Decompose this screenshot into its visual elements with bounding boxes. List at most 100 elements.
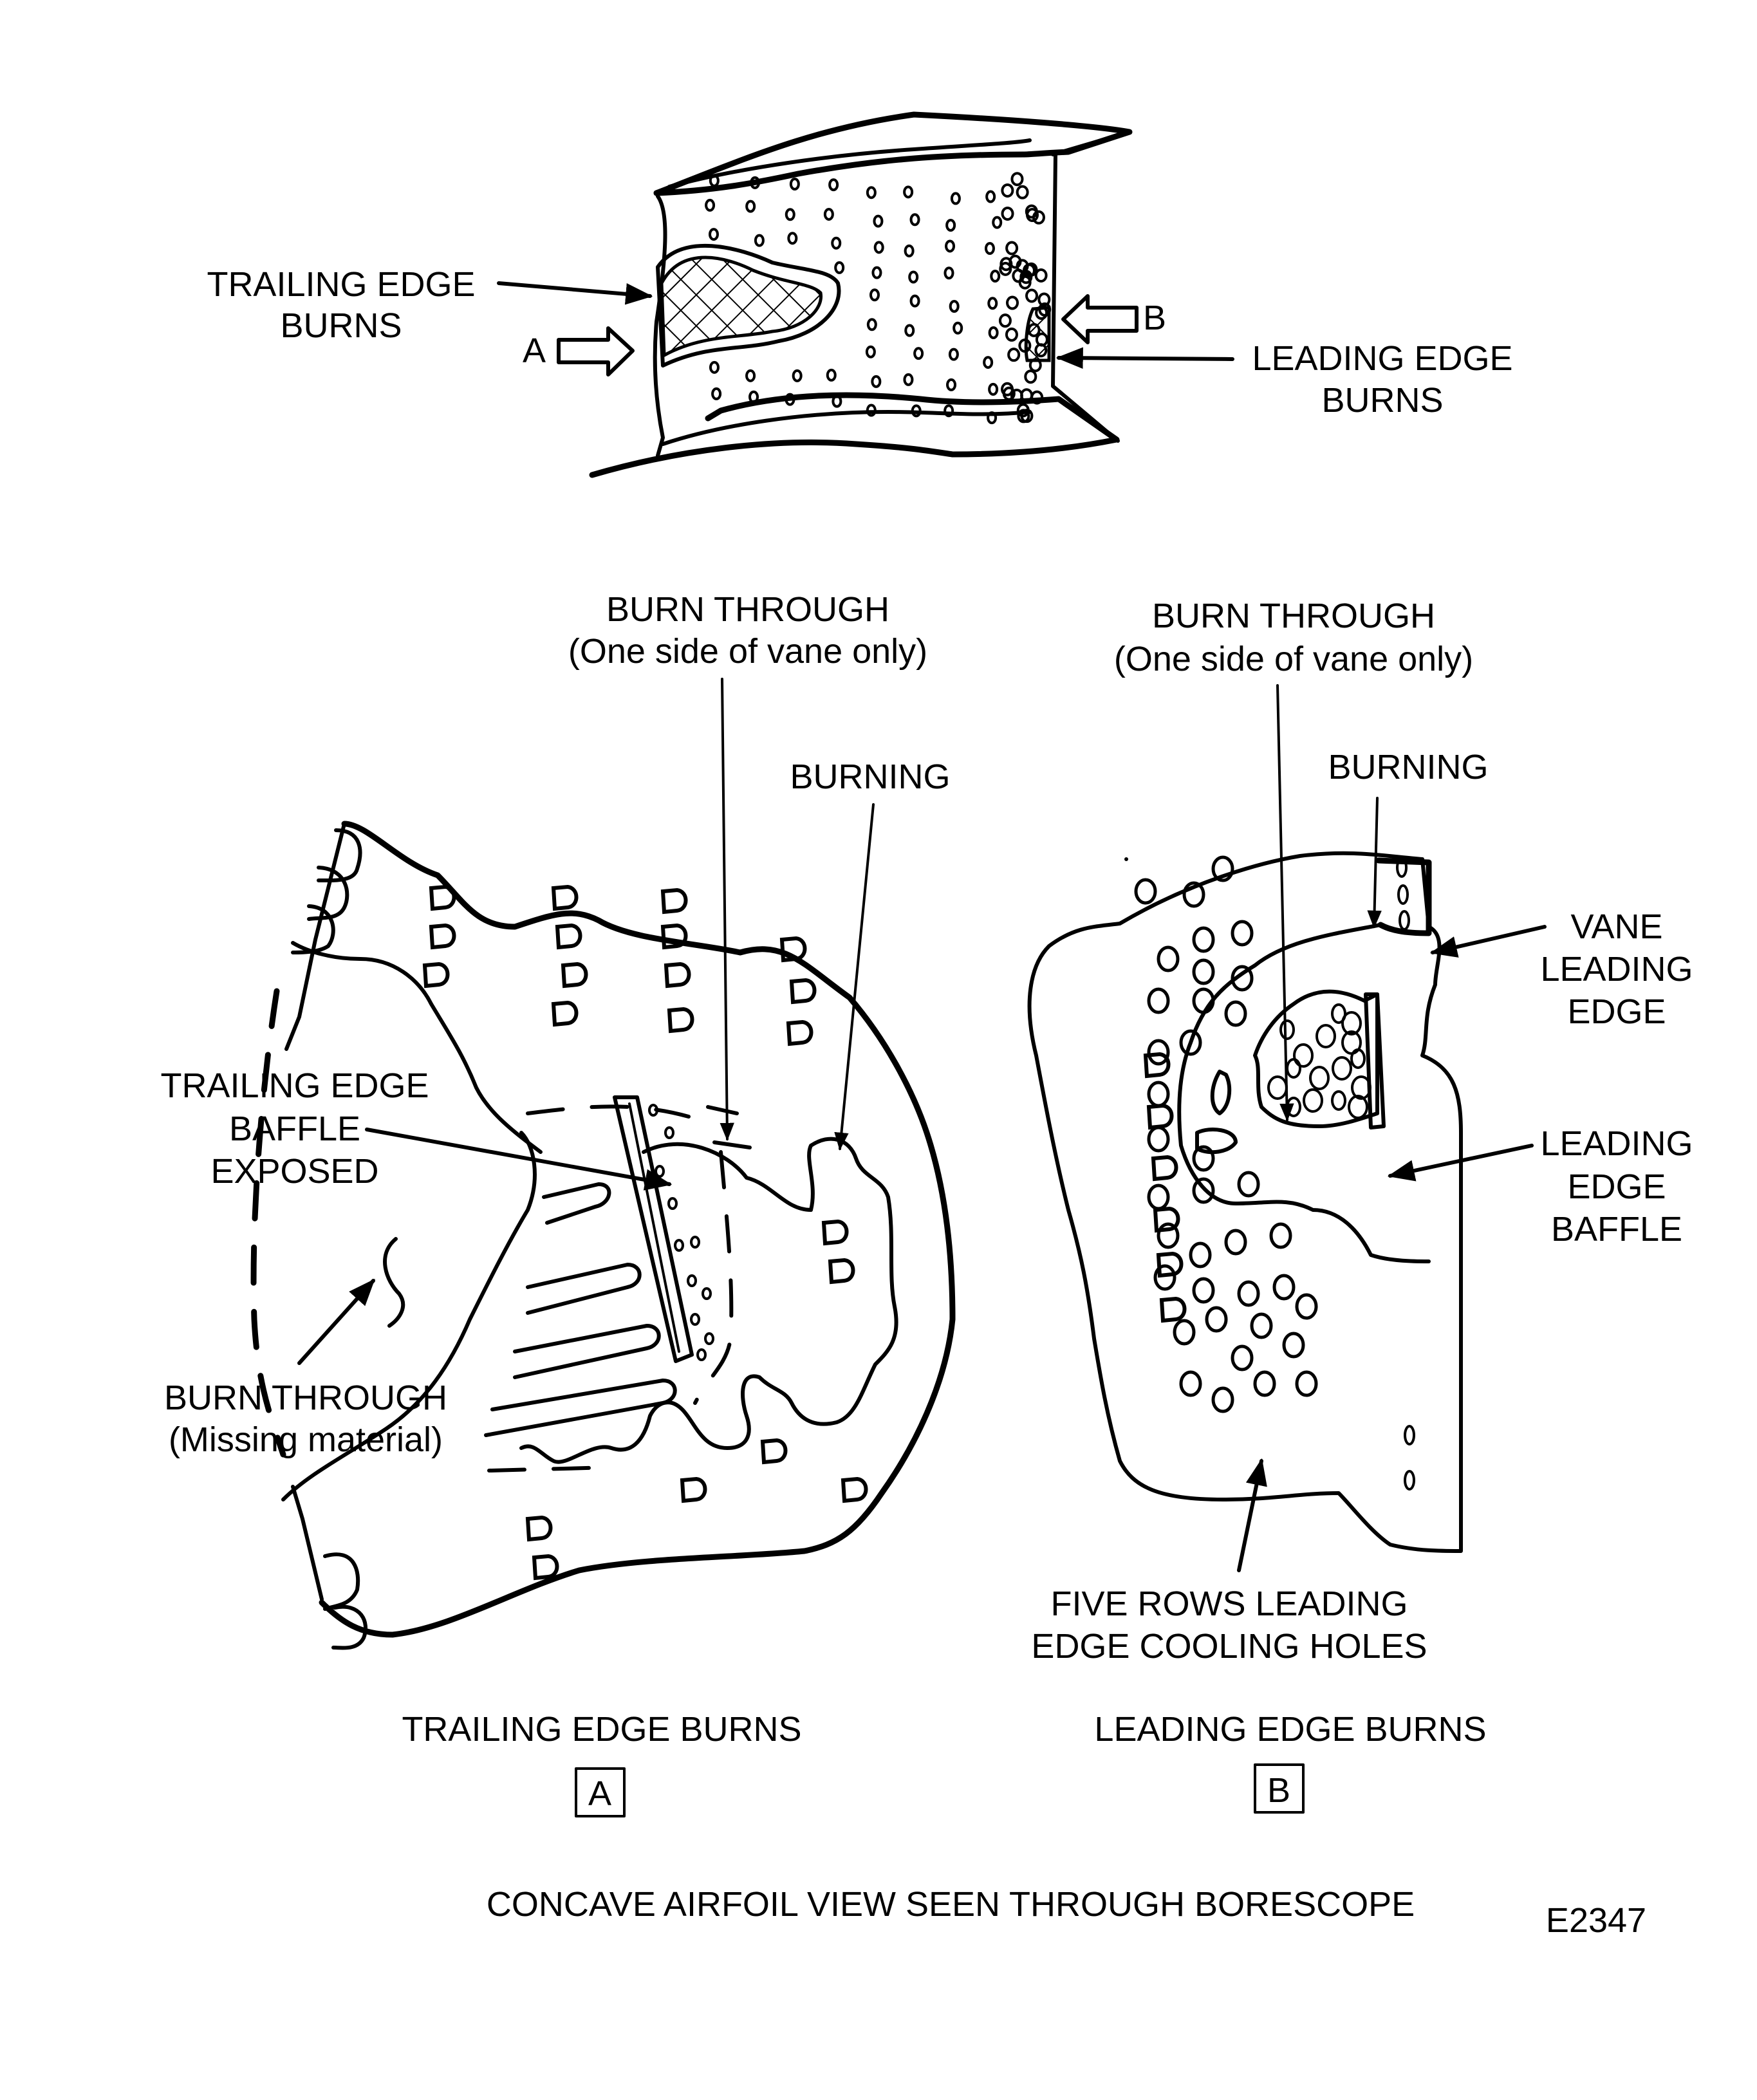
baffle-hole xyxy=(1332,1056,1352,1081)
cooling-hole xyxy=(1007,348,1021,362)
burn-through-missing-label-1: BURN THROUGH xyxy=(164,1379,447,1417)
cooling-hole xyxy=(789,978,817,1005)
trailing-edge-burns-label-2: BURNS xyxy=(280,306,402,345)
cooling-hole xyxy=(779,936,807,963)
cooling-hole xyxy=(561,962,588,989)
cooling-hole xyxy=(745,200,756,213)
cooling-hole xyxy=(1179,1370,1202,1397)
burn-through-label-b-1: BURN THROUGH xyxy=(1152,597,1435,635)
view-b-key: B xyxy=(1267,1771,1290,1810)
cooling-hole xyxy=(792,369,803,382)
cooling-hole xyxy=(1192,1145,1215,1172)
cooling-hole xyxy=(948,348,959,361)
view-b-title: LEADING EDGE BURNS xyxy=(1094,1710,1486,1749)
baffle-hole xyxy=(696,1348,707,1361)
detail-a-squiggle xyxy=(383,1237,405,1328)
cooling-hole xyxy=(832,395,842,408)
baffle-hole xyxy=(1350,1048,1366,1069)
cooling-hole xyxy=(667,1007,694,1034)
cooling-hole xyxy=(786,1019,813,1046)
cooling-hole xyxy=(865,345,876,358)
baffle-hole xyxy=(1331,1003,1346,1024)
cooling-hole xyxy=(1295,1370,1318,1397)
baffle-exposed-arrow xyxy=(365,1128,673,1191)
cooling-hole xyxy=(1205,1306,1228,1333)
cooling-hole xyxy=(904,244,915,257)
cooling-hole xyxy=(1022,263,1036,278)
baffle-hole xyxy=(1286,1097,1301,1117)
cooling-hole xyxy=(873,241,884,254)
cooling-hole xyxy=(1192,1177,1215,1204)
overview-callout-trailing: TRAILING EDGE BURNS xyxy=(207,265,653,345)
cooling-hole xyxy=(1024,369,1037,384)
cooling-hole xyxy=(709,360,720,374)
vane-leading-edge-label-3: EDGE xyxy=(1567,992,1666,1031)
cooling-hole xyxy=(826,368,837,382)
cooling-hole xyxy=(555,923,582,950)
cooling-hole xyxy=(754,234,765,247)
cooling-hole xyxy=(911,404,922,418)
trailing-edge-burns-label-1: TRAILING EDGE xyxy=(207,265,475,304)
baffle-hole xyxy=(704,1332,714,1345)
cooling-hole xyxy=(1146,1103,1174,1130)
baffle-hole xyxy=(687,1274,697,1287)
view-b-title-block: LEADING EDGE BURNS B xyxy=(1094,1710,1487,1814)
cooling-hole xyxy=(992,216,1003,229)
detail-a-callouts: BURN THROUGH (One side of vane only) BUR… xyxy=(160,590,950,1459)
cooling-hole xyxy=(705,198,716,212)
cooling-hole xyxy=(1211,855,1234,882)
cooling-hole xyxy=(660,923,688,950)
cooling-hole xyxy=(985,190,996,203)
cooling-hole xyxy=(1189,1241,1212,1268)
baffle-exposed-label-2: BAFFLE xyxy=(229,1110,360,1148)
detail-a-burn-boundary-lower xyxy=(281,1131,537,1501)
detail-a-outline-upper xyxy=(319,821,956,1638)
baffle-hole xyxy=(1309,1066,1330,1090)
view-a-title-block: TRAILING EDGE BURNS A xyxy=(402,1710,802,1817)
cooling-hole xyxy=(866,318,877,331)
view-b-letter: B xyxy=(1143,299,1166,337)
vane-leading-edge-top xyxy=(1051,130,1131,156)
cooling-hole xyxy=(1006,295,1019,310)
airfoil-bottom-curve xyxy=(661,410,1032,446)
leading-edge-baffle-arrow xyxy=(1387,1144,1534,1182)
cooling-hole xyxy=(1192,1277,1215,1304)
figure-caption: CONCAVE AIRFOIL VIEW SEEN THROUGH BORESC… xyxy=(487,1885,1415,1924)
cooling-hole xyxy=(1231,965,1254,992)
burn-through-b-arrow xyxy=(1276,684,1294,1122)
detail-b-cooling-holes xyxy=(1134,855,1415,1491)
cooling-hole xyxy=(1173,1319,1196,1346)
detail-a-missing-edge-dash xyxy=(250,988,286,1458)
cooling-hole xyxy=(551,1000,579,1027)
cooling-hole xyxy=(869,288,880,302)
cooling-hole xyxy=(745,369,756,382)
cooling-hole xyxy=(873,214,884,228)
cooling-hole xyxy=(984,242,995,256)
cooling-hole xyxy=(1192,958,1215,985)
te-cooling-slot xyxy=(513,1324,661,1379)
cooling-hole xyxy=(1016,185,1029,200)
detail-a-trailing-edge-lower xyxy=(291,1485,324,1601)
overview-callout-leading: LEADING EDGE BURNS xyxy=(1055,339,1513,420)
burn-blob xyxy=(1195,1128,1238,1155)
cooling-hole xyxy=(1282,1332,1305,1359)
baffle-hole xyxy=(1341,1011,1362,1036)
cooling-hole xyxy=(908,270,919,284)
leading-edge-arrow xyxy=(1055,347,1234,369)
cooling-hole xyxy=(1153,1264,1176,1291)
cooling-hole xyxy=(945,239,956,253)
cooling-hole xyxy=(711,387,722,400)
baffle-hole xyxy=(655,1165,665,1178)
cooling-hole xyxy=(551,884,579,911)
cooling-hole xyxy=(1001,183,1014,198)
cooling-hole xyxy=(1182,881,1205,908)
baffle-hole xyxy=(702,1287,712,1300)
detail-a-drawing xyxy=(250,821,956,1650)
cooling-hole xyxy=(866,186,877,200)
cooling-hole xyxy=(904,324,915,337)
cooling-hole xyxy=(1253,1370,1276,1397)
detail-b-outline xyxy=(1027,851,1463,1553)
cooling-hole xyxy=(1250,1312,1273,1339)
overview-cooling-holes xyxy=(705,172,1052,425)
cooling-hole xyxy=(1030,390,1044,405)
